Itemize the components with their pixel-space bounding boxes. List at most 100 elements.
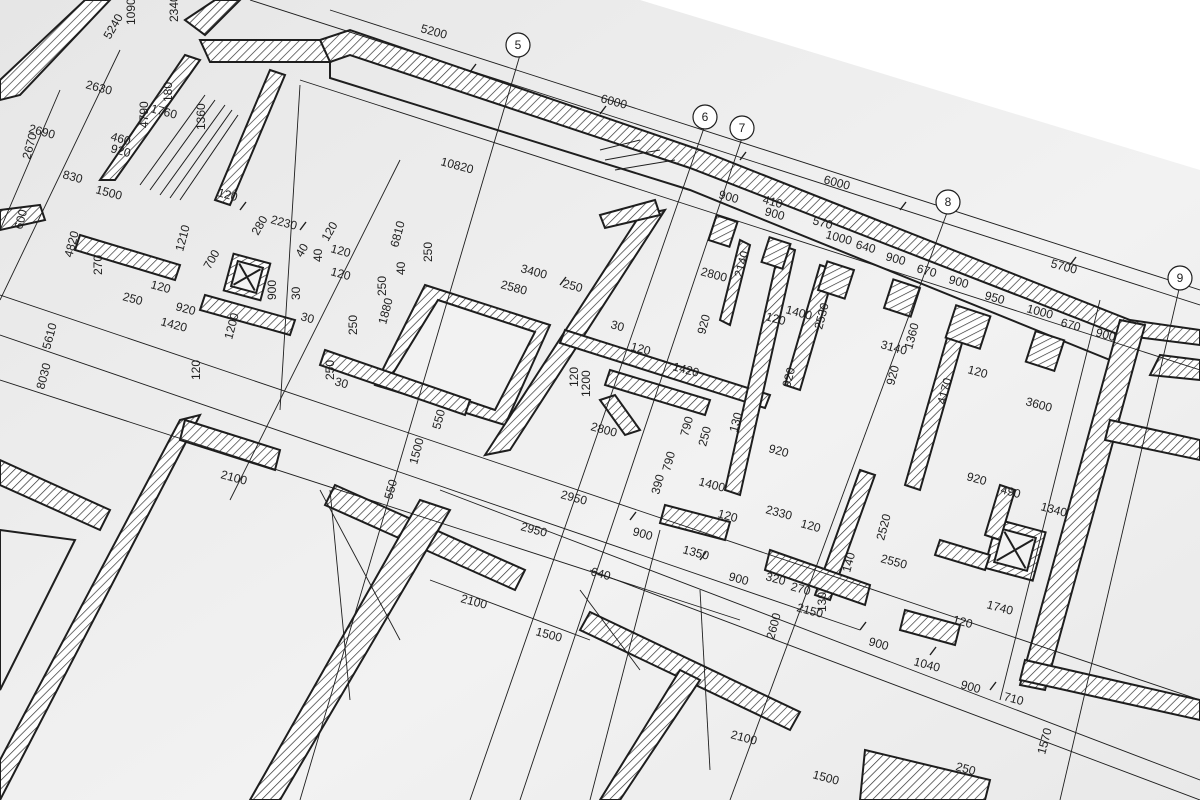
dimension-label: 640 [589,564,612,583]
dimension-label: 710 [1002,689,1025,708]
dimension-label: 2340 [167,0,181,22]
dimension-label: 120 [966,362,989,381]
dimension-label: 3140 [879,337,909,358]
dimension-label: 2800 [589,419,619,440]
dimension-label: 1500 [811,767,841,788]
dimension-label: 2550 [879,551,909,572]
dimension-label: 180 [161,82,175,102]
dimension-label: 900 [763,204,786,223]
dimension-label: 30 [333,374,350,391]
dimension-label: 2800 [699,264,729,285]
dimension-label: 1880 [375,296,396,326]
dimension-label: 120 [329,264,352,283]
dimension-label: 4790 [137,101,151,128]
dimension-label: 920 [883,363,902,386]
dimension-label: 6000 [822,172,852,193]
dimension-label: 1340 [1039,499,1069,520]
dimension-label: 30 [299,309,316,326]
dimension-label: 460 [109,129,132,148]
dimension-label: 2600 [763,611,784,641]
walls-top-left [0,0,332,337]
dimension-label: 670 [915,261,938,280]
dimension-label: 5610 [39,321,60,351]
dimension-label: 2630 [84,77,114,98]
dimension-label: 900 [947,272,970,291]
dimension-label: 130 [726,410,745,433]
dimension-label: 2950 [559,487,589,508]
dimension-label: 2100 [459,591,489,612]
dimension-label: 790 [677,414,696,437]
dimension-label: 920 [779,365,798,388]
dimension-label: 250 [121,289,144,308]
dimension-label: 5200 [419,21,449,42]
dimension-label: 1200 [579,370,593,397]
dimension-label: 2950 [519,519,549,540]
dimension-label: 2580 [499,277,529,298]
dimension-label: 250 [421,242,435,262]
dimension-label: 950 [983,288,1006,307]
dimension-label: 920 [174,299,197,318]
dimension-label: 6810 [387,219,408,249]
dimension-label: 1200 [221,311,242,341]
dimension-label: 1210 [172,223,193,253]
dimension-label: 3400 [519,261,549,282]
dimension-label: 1500 [94,182,124,203]
dimension-label: 640 [854,237,877,256]
dimension-label: 270 [91,255,105,275]
dimension-label: 920 [767,441,790,460]
dimension-label: 40 [394,261,408,275]
dimension-label: 120 [629,339,652,358]
dimension-label: 250 [954,759,977,778]
dimension-label: 5700 [1049,256,1079,277]
dimension-label: 120 [189,360,203,380]
dimension-label: 120 [149,277,172,296]
dimension-label: 120 [764,309,787,328]
dimension-label: 6000 [599,91,629,112]
dimension-label: 250 [346,315,360,335]
tick-marks [239,63,1077,691]
dimension-label: 8030 [33,361,54,391]
dimension-label: 900 [1094,325,1117,344]
dimension-label: 1360 [901,321,922,351]
dimension-label: 2670 [19,131,40,161]
dimension-label: 4820 [61,229,82,259]
dimension-label: 270 [789,579,812,598]
dimension-label: 1350 [681,542,711,563]
axis-marker-circle [505,32,531,58]
dimension-label: 1570 [1034,726,1055,756]
axis-marker-label: 6 [702,110,709,124]
dimension-label: 900 [717,187,740,206]
elevator-shaft-1 [222,252,272,302]
dimension-label: 1000 [1025,301,1055,322]
dimension-label: 120 [951,612,974,631]
dimension-label: 140 [839,550,858,573]
dimension-label: 2100 [729,727,759,748]
dimension-label: 40 [311,248,325,262]
dimension-label: 900 [884,249,907,268]
dimension-label: 900 [631,524,654,543]
dimension-label: 1000 [824,227,854,248]
dimension-label: 550 [429,407,448,430]
dimension-label: 2150 [795,600,825,621]
axis-marker-circle [692,104,718,130]
stair [139,94,676,201]
dimension-label: 1040 [912,654,942,675]
dimension-label: 1760 [149,101,179,122]
axis-marker-label: 8 [945,195,952,209]
dimension-label: 120 [799,516,822,535]
dimension-label: 920 [109,141,132,160]
dimension-label: 2690 [27,121,57,142]
dimension-label: 120 [716,506,739,525]
dimension-label: 600 [11,207,30,230]
dimension-label: 1740 [985,597,1015,618]
dimension-label: 3600 [1024,394,1054,415]
lower-walls [0,413,1200,800]
dimension-label: 120 [567,367,581,387]
dimension-label: 120 [329,241,352,260]
facade-columns [707,213,1066,373]
outer-wall-top [318,28,1200,361]
axis-marker-circle [935,189,961,215]
dimension-label: 1420 [671,359,701,380]
